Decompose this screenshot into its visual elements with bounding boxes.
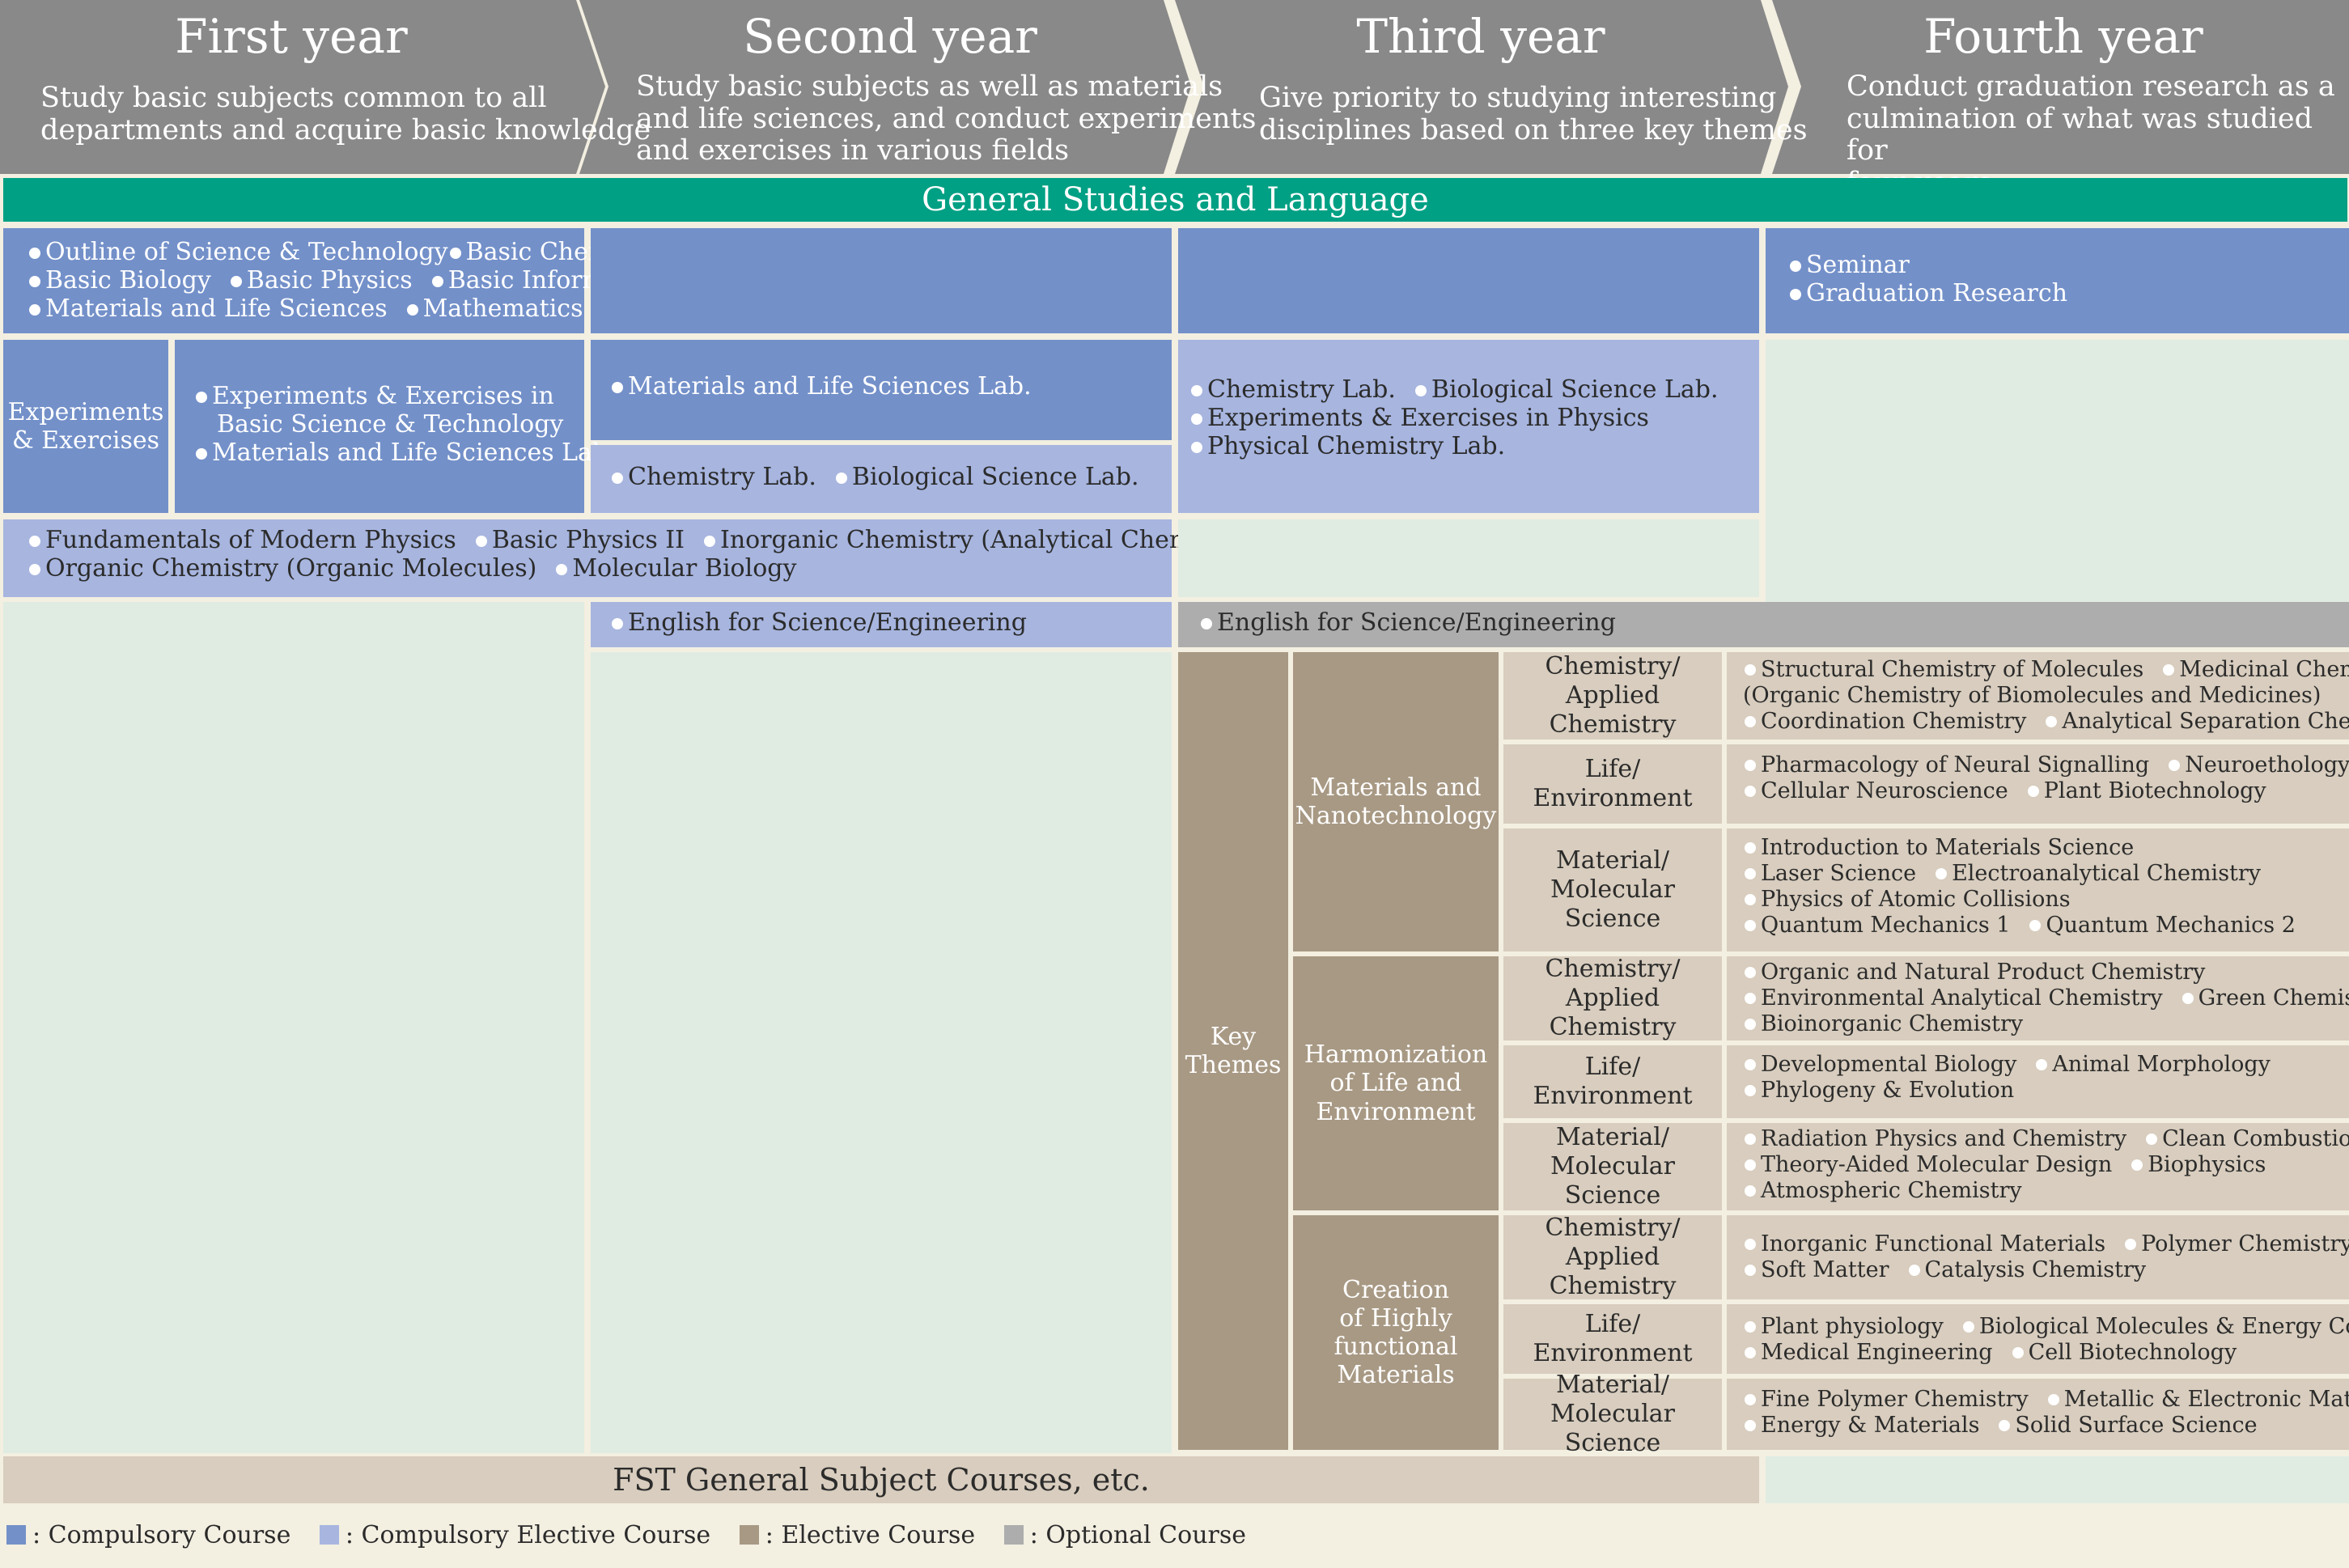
year-header-shape-1 (0, 0, 605, 174)
year-header-shape-3 (1175, 0, 1788, 174)
general-studies-bar: General Studies and Language (3, 178, 2347, 222)
theme2-sub-chemistry-courses: Organic and Natural Product Chemistry En… (1727, 956, 2349, 1040)
theme1-sub-chemistry-label: Chemistry/Applied Chemistry (1503, 652, 1722, 740)
y2-free-area (591, 652, 1172, 1453)
y4-compulsory-block: Seminar Graduation Research (1766, 228, 2349, 333)
y1-free-area (3, 602, 584, 1453)
theme2-sub-life-label: Life/Environment (1503, 1045, 1722, 1118)
y2-experiments-compulsory: Materials and Life Sciences Lab. (591, 340, 1172, 440)
y1-experiments-block: Experiments & Exercises in Basic Science… (175, 340, 616, 513)
y3-compulsory-block (1178, 228, 1759, 333)
y4-free-area (1766, 340, 2349, 602)
year-title-2: Second year (743, 9, 1037, 64)
y4-bottom-free-area (1766, 1456, 2349, 1503)
year-title-4: Fourth year (1923, 9, 2203, 64)
theme2-sub-material-label: Material/Molecular Science (1503, 1123, 1722, 1210)
theme1-sub-material-courses: Introduction to Materials Science Laser … (1727, 828, 2349, 951)
y3-free-area (1178, 519, 1759, 597)
fst-label: FST General Subject Courses, etc. (613, 1462, 1150, 1498)
experiments-label: Experiments& Exercises (3, 340, 168, 513)
year-title-3: Third year (1356, 9, 1605, 64)
legend-swatch (1003, 1525, 1024, 1545)
legend-item-compulsory-elective: : Compulsory Elective Course (319, 1521, 710, 1549)
legend-swatch (739, 1525, 759, 1545)
legend-swatch (6, 1525, 26, 1545)
y3-experiments-block: Chemistry Lab.Biological Science Lab. Ex… (1178, 340, 1759, 513)
theme2-sub-chemistry-label: Chemistry/Applied Chemistry (1503, 955, 1722, 1041)
legend-item-optional: : Optional Course (1003, 1521, 1246, 1549)
y2-compulsory-block (591, 228, 1172, 333)
year-title-1: First year (175, 9, 408, 64)
english-y2-block: English for Science/Engineering (591, 602, 1172, 647)
year-header-shape-4 (1772, 0, 2349, 174)
theme3-sub-chemistry-label: Chemistry/Applied Chemistry (1503, 1214, 1722, 1300)
year-header-shape-2 (579, 0, 1191, 174)
legend-item-elective: : Elective Course (739, 1521, 975, 1549)
theme1-sub-life-label: Life/Environment (1503, 744, 1722, 824)
legend-item-compulsory: : Compulsory Course (6, 1521, 290, 1549)
legend: : Compulsory Course : Compulsory Electiv… (6, 1521, 1382, 1557)
y2-experiments-elective: Chemistry Lab.Biological Science Lab. (591, 445, 1172, 513)
year-desc-2: Study basic subjects as well as material… (636, 70, 1257, 167)
general-studies-label: General Studies and Language (922, 181, 1429, 218)
theme3-sub-life-label: Life/Environment (1503, 1304, 1722, 1374)
theme3-sub-material-label: Material/Molecular Science (1503, 1371, 1722, 1457)
english-y34-block: English for Science/Engineering (1178, 602, 2349, 647)
legend-swatch (319, 1525, 339, 1545)
fst-general-courses-bar: FST General Subject Courses, etc. (3, 1456, 1759, 1503)
theme1-sub-material-label: Material/Molecular Science (1503, 828, 1722, 951)
